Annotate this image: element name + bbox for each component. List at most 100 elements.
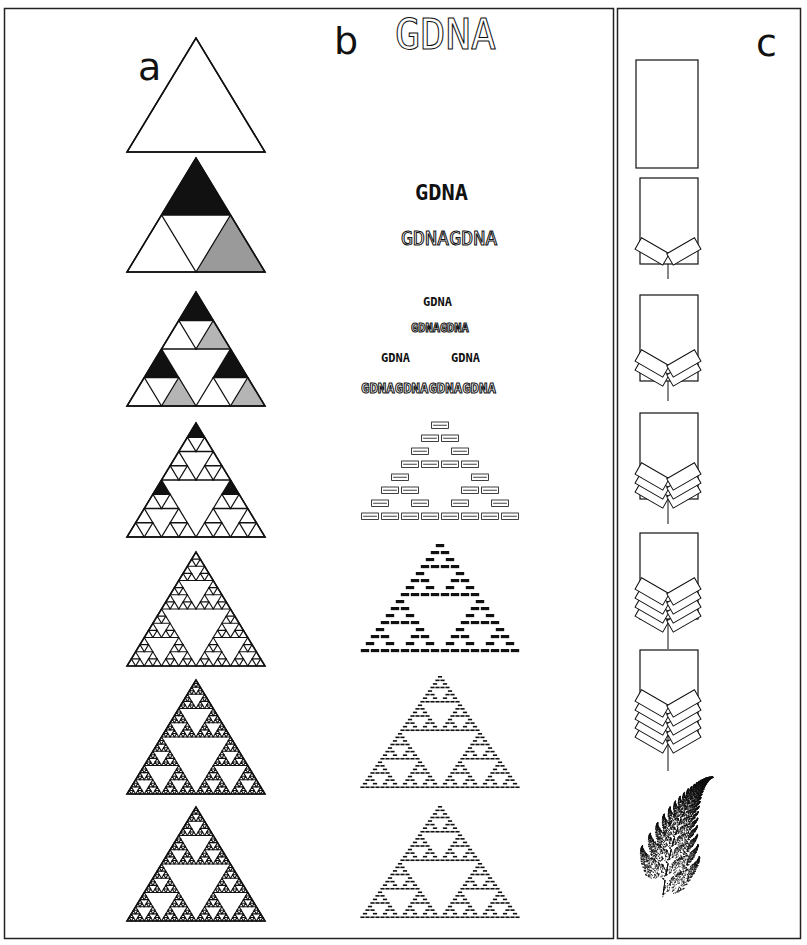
fractal-bar: [388, 877, 392, 879]
triangle: [213, 659, 222, 666]
triangle: [205, 776, 209, 780]
triangle: [190, 701, 194, 705]
fractal-bar: [450, 701, 454, 703]
fractal-bar: [410, 852, 414, 854]
triangle: [170, 645, 179, 652]
fractal-bar: [440, 810, 444, 812]
triangle: [252, 783, 256, 787]
fractal-bar: [493, 783, 497, 785]
triangle: [198, 857, 202, 861]
fractal-bar: [480, 744, 484, 746]
triangle: [200, 705, 204, 709]
tiny-gdna-block: [452, 500, 469, 507]
fractal-bar: [465, 729, 469, 731]
triangle: [202, 780, 206, 784]
fractal-bar: [460, 786, 464, 788]
fractal-bar: [475, 916, 479, 918]
triangle: [198, 730, 202, 734]
triangle: [196, 818, 200, 822]
triangle: [166, 762, 170, 766]
fractal-bar: [428, 820, 432, 822]
triangle: [235, 910, 239, 914]
fractal-bar: [483, 740, 487, 742]
triangle: [179, 776, 183, 780]
fractal-bar: [513, 913, 517, 915]
fractal-bar: [475, 729, 479, 731]
fractal-bar: [473, 740, 477, 742]
triangle: [190, 730, 194, 734]
triangle: [166, 733, 170, 737]
triangle: [181, 716, 185, 720]
fractal-bar: [420, 786, 424, 788]
fractal-bar: [500, 902, 504, 904]
fractal-bar: [415, 859, 419, 861]
triangle: [200, 825, 204, 829]
triangle: [190, 828, 194, 832]
fractal-bar: [506, 642, 514, 645]
triangle: [166, 889, 170, 893]
triangle: [136, 910, 140, 914]
fractal-bar: [425, 786, 429, 788]
fractal-bar: [496, 628, 504, 631]
triangle: [172, 900, 176, 904]
fractal-bar: [385, 888, 389, 890]
fractal-bar: [495, 902, 499, 904]
fractal-bar: [453, 697, 457, 699]
triangle: [222, 733, 226, 737]
fractal-bar: [390, 881, 394, 883]
triangle: [164, 744, 168, 748]
triangle: [218, 726, 222, 730]
fractal-bar: [470, 909, 474, 911]
triangle: [218, 623, 227, 630]
fractal-bar: [413, 769, 417, 771]
triangle: [200, 733, 204, 737]
fractal-bar: [495, 888, 499, 890]
triangle: [222, 616, 231, 623]
triangle: [215, 773, 219, 777]
triangle: [205, 846, 209, 850]
fractal-bar: [460, 902, 464, 904]
fractal-bar: [393, 754, 397, 756]
triangle: [153, 659, 162, 666]
triangle: [218, 860, 222, 864]
fractal-bar: [440, 687, 444, 689]
triangle: [181, 900, 185, 904]
fractal-bar: [505, 772, 509, 774]
triangle: [168, 780, 172, 784]
triangle: [144, 776, 148, 780]
triangle: [207, 730, 211, 734]
triangle: [149, 903, 153, 907]
fractal-bar: [450, 694, 454, 696]
gdna-text: GDNA: [415, 182, 468, 204]
fractal-bar: [445, 786, 449, 788]
triangle: [164, 758, 168, 762]
tiny-gdna-block: [432, 422, 449, 429]
triangle: [205, 719, 209, 723]
fractal-bar: [385, 751, 389, 753]
fractal-bar: [490, 758, 494, 760]
triangle: [187, 423, 204, 437]
fractal-bar: [475, 874, 479, 876]
fractal-bar: [385, 779, 389, 781]
fractal-bar: [463, 884, 467, 886]
fractal-bar: [468, 877, 472, 879]
triangle: [209, 903, 213, 907]
fractal-bar: [425, 824, 429, 826]
fractal-bar: [415, 902, 419, 904]
triangle: [174, 846, 178, 850]
fractal-bar: [365, 786, 369, 788]
triangle: [198, 914, 202, 918]
triangle: [205, 452, 222, 466]
fractal-bar: [386, 614, 394, 617]
triangle: [172, 914, 176, 918]
triangle: [196, 466, 213, 480]
fractal-bar: [400, 916, 404, 918]
fractal-bar: [380, 895, 384, 897]
fractal-bar: [495, 758, 499, 760]
fractal-bar: [445, 687, 449, 689]
triangle: [200, 832, 204, 836]
fractal-bar: [425, 859, 429, 861]
tiny-gdna-block: [403, 516, 417, 517]
fractal-bar: [453, 856, 457, 858]
triangle: [187, 573, 196, 580]
